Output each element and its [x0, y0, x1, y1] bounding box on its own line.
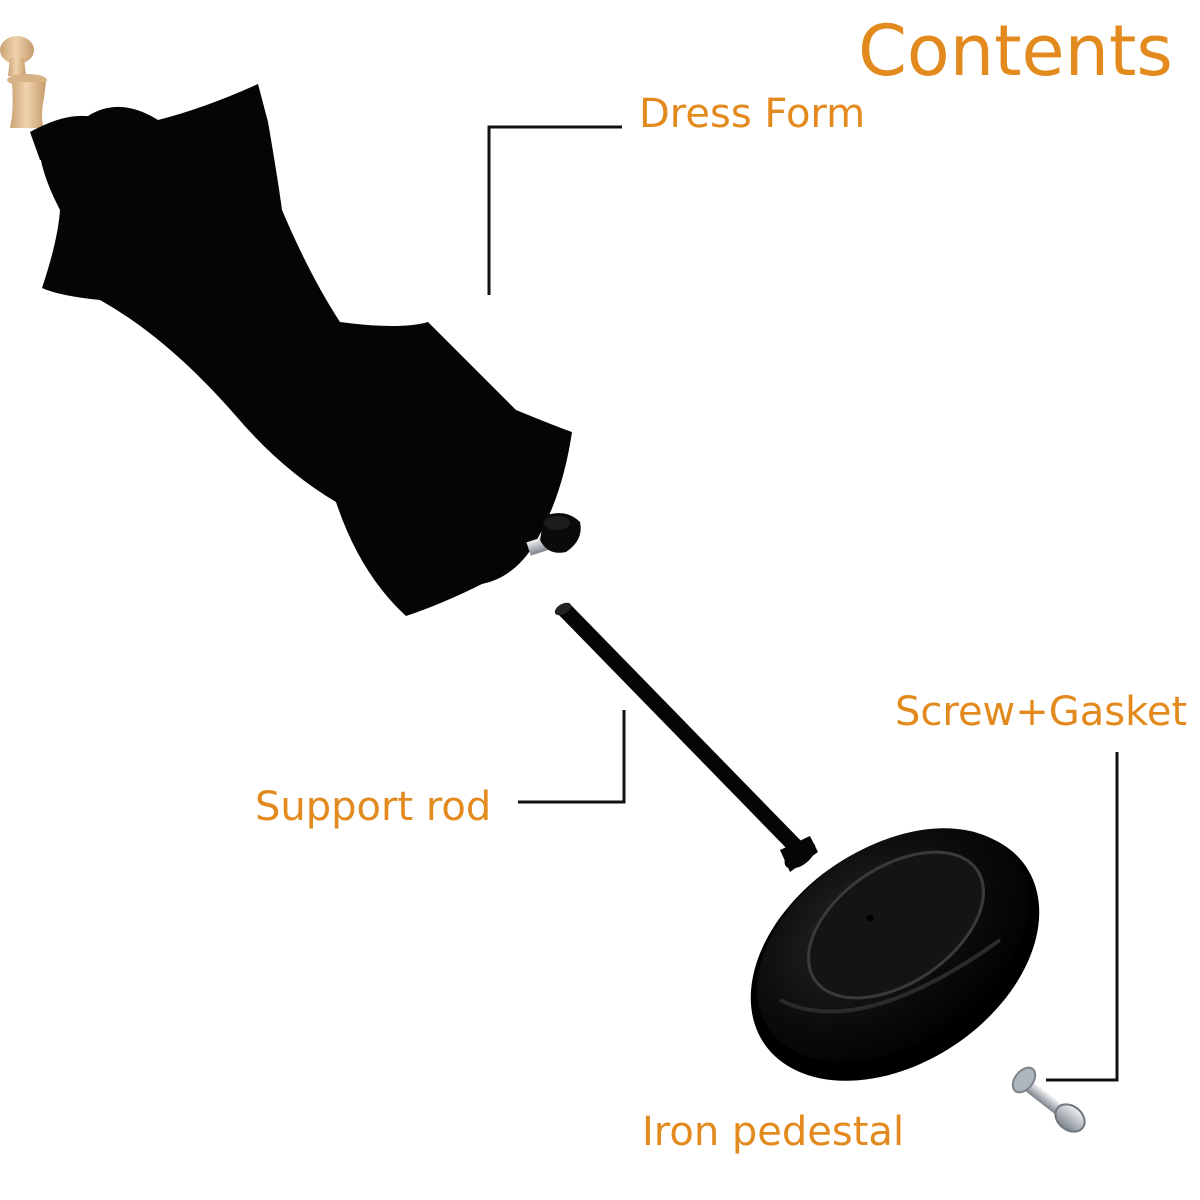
label-screw-gasket: Screw+Gasket — [895, 689, 1188, 735]
dress-form-neck — [30, 115, 98, 162]
label-support-rod: Support rod — [255, 784, 492, 830]
leader-line-support-rod — [518, 710, 626, 804]
wooden-finial — [0, 36, 47, 128]
label-dress-form: Dress Form — [639, 91, 866, 137]
page-title: Contents — [858, 10, 1173, 92]
adjustment-knob — [526, 513, 581, 556]
iron-pedestal — [750, 828, 1040, 1081]
dress-form — [38, 84, 572, 616]
support-rod — [554, 602, 818, 872]
label-iron-pedestal: Iron pedestal — [642, 1109, 905, 1155]
leader-line-screw-gasket — [1046, 752, 1119, 1082]
screw-gasket — [1011, 1066, 1086, 1133]
leader-line-dress-form — [487, 125, 622, 295]
